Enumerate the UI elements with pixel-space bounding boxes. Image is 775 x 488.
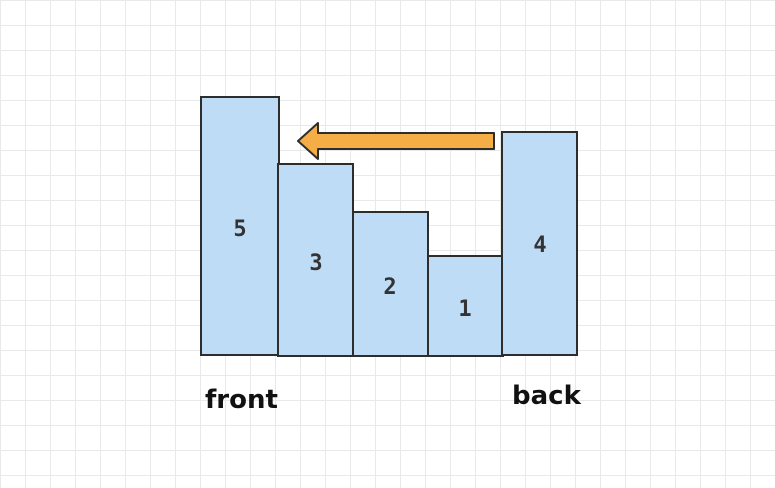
bar-4 [501, 131, 578, 356]
bar-label: 2 [383, 275, 396, 300]
bar-5 [200, 96, 280, 356]
stack-bars: 5 3 2 1 4 [200, 96, 578, 357]
arrow-icon [297, 122, 495, 160]
back-label: back [512, 381, 582, 411]
left-arrow-icon [297, 122, 495, 160]
bar-2 [352, 211, 429, 357]
bar-label: 4 [533, 233, 546, 258]
front-label: front [205, 385, 278, 415]
bar-label: 5 [233, 217, 246, 242]
bar-label: 3 [309, 251, 322, 276]
bar-3 [277, 163, 354, 357]
bar-label: 1 [458, 297, 471, 322]
